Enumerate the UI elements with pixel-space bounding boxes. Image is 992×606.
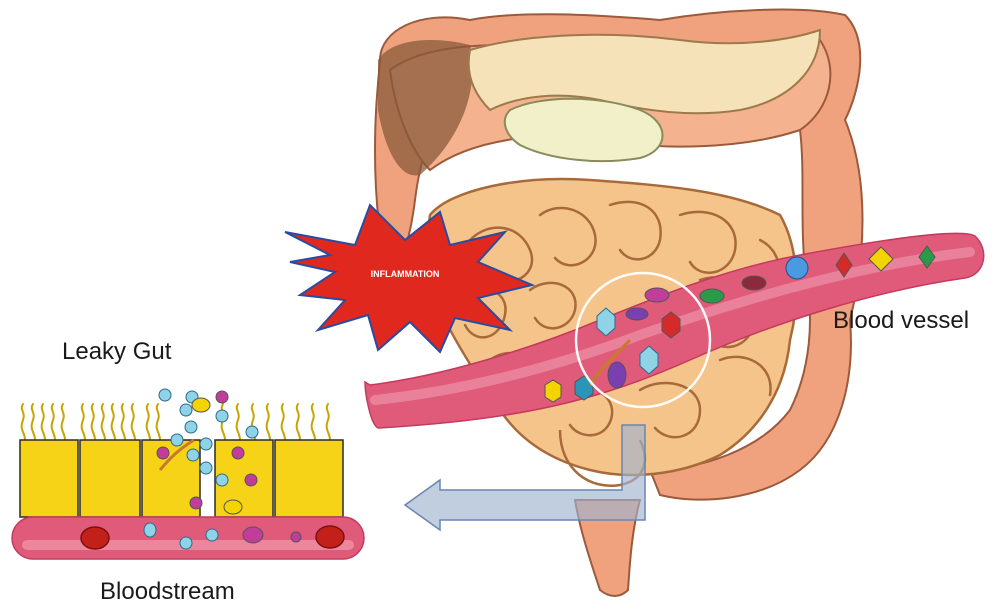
cyan-particle: [200, 462, 212, 474]
cyan-particle: [200, 438, 212, 450]
magenta-particle: [216, 391, 228, 403]
cyan-particle: [180, 404, 192, 416]
cyan-particle: [246, 426, 258, 438]
epithelial-cell: [275, 440, 343, 517]
cyan-particle: [159, 389, 171, 401]
cyan-particle: [187, 449, 199, 461]
red-blood-cell: [316, 526, 344, 548]
blue-circle-particle: [786, 257, 808, 279]
cyan-particle: [180, 537, 192, 549]
magenta-particle: [291, 532, 301, 542]
magenta-particle: [190, 497, 202, 509]
epithelial-cell: [80, 440, 140, 517]
blood-vessel-label: Blood vessel: [833, 307, 969, 335]
purple-ellipse-particle: [626, 308, 648, 320]
cyan-particle: [185, 421, 197, 433]
yellow-hexagon-particle: [545, 380, 561, 402]
leaky-gut-label: Leaky Gut: [62, 338, 171, 366]
cyan-particle: [171, 434, 183, 446]
magenta-particle: [243, 527, 263, 543]
epithelial-cell: [20, 440, 78, 517]
magenta-particle: [245, 474, 257, 486]
magenta-ellipse-particle: [645, 288, 669, 302]
maroon-ellipse-particle: [742, 276, 766, 290]
cyan-particle: [216, 410, 228, 422]
cyan-particle: [144, 523, 156, 537]
red-blood-cell: [81, 527, 109, 549]
leaky-gut-inset: [12, 389, 364, 559]
magenta-particle: [157, 447, 169, 459]
magenta-particle: [232, 447, 244, 459]
yellow-particle: [224, 500, 242, 514]
bloodstream-label: Bloodstream: [100, 578, 235, 606]
purple-ellipse-particle: [608, 362, 626, 388]
organ-shadow: [378, 40, 473, 176]
green-ellipse-particle: [700, 289, 724, 303]
inflammation-label: INFLAMMATION: [371, 269, 440, 279]
cyan-particle: [206, 529, 218, 541]
cyan-particle: [216, 474, 228, 486]
yellow-particle: [192, 398, 210, 412]
